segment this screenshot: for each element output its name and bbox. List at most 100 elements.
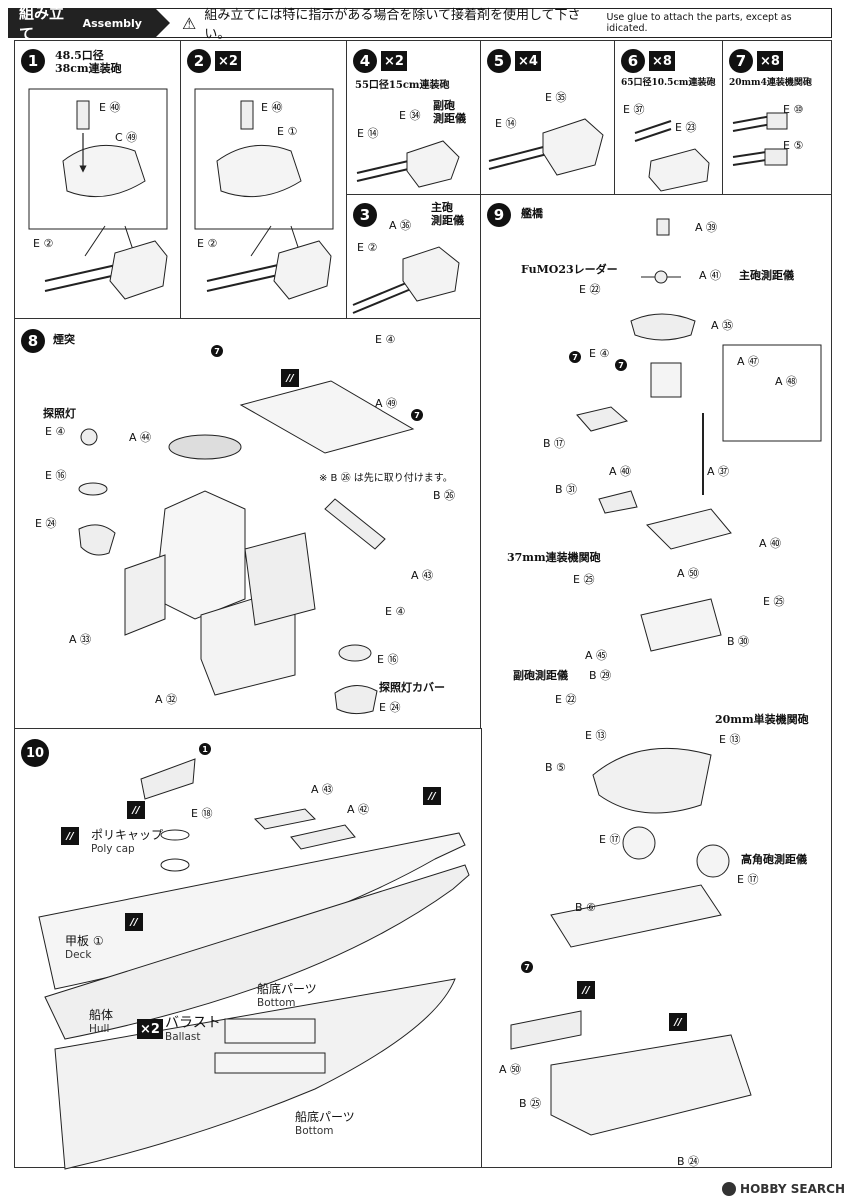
no-glue-icon: // — [127, 801, 145, 819]
part-label: E ㊵ — [261, 101, 283, 114]
part-label: E ㉞ — [399, 109, 421, 122]
part-label: B ㉕ — [519, 1097, 542, 1110]
funnel-illustration — [78, 380, 415, 715]
bottom-label-upper: 船底パーツ Bottom — [257, 982, 317, 1010]
step-note: 65口径10.5cm連装砲 — [621, 78, 716, 88]
part-label: B ㉖ — [433, 489, 456, 502]
part-label: E ⑭ — [495, 117, 517, 130]
quantity-badge: ×4 — [515, 51, 541, 71]
glue-icon: // — [669, 1013, 687, 1031]
step-ref-badge: 1 — [199, 743, 211, 755]
part-label: E ㉕ — [763, 595, 785, 608]
main-turret-illustration — [352, 246, 460, 314]
part-label: E ④ — [375, 333, 396, 346]
glue-icon: // — [125, 913, 143, 931]
part-label: E ④ — [385, 605, 406, 618]
hull-label: 船体 Hull — [89, 1008, 114, 1036]
quantity-badge: ×2 — [381, 51, 407, 71]
ha-gun-illustration — [634, 120, 710, 192]
part-label: E ④ — [589, 347, 610, 360]
part-label: A ㊸ — [411, 569, 434, 582]
part-label: E ② — [33, 237, 54, 250]
part-label: A ㊿ — [677, 567, 700, 580]
hobby-search-watermark: HOBBY SEARCH — [722, 1182, 845, 1196]
step-8-panel: 8 煙突 探照灯 探照灯カバー ※ B ㉖ は先に取り付けます。 7 // 7 … — [14, 318, 482, 730]
step-number: 4 — [353, 49, 377, 73]
aa37-label: 37mm連装機関砲 — [507, 551, 601, 564]
step-ref-badge: 7 — [569, 351, 581, 363]
step-ref-badge: 7 — [211, 345, 223, 357]
quantity-badge: ×8 — [649, 51, 675, 71]
aa20-label: 20mm単装機関砲 — [715, 713, 809, 726]
part-label: E ⑬ — [585, 729, 607, 742]
part-label: E ⑯ — [377, 653, 399, 666]
step-note: 20mm4連装機関砲 — [729, 78, 812, 88]
part-label: A ㊺ — [585, 649, 608, 662]
step-ref-badge: 7 — [411, 409, 423, 421]
step-1-panel: 1 48.5口径 38cm連装砲 E ㊵ C ㊾ E ② — [14, 40, 182, 320]
part-label: A ㊿ — [499, 1063, 522, 1076]
secondary-rangefinder-note: 副砲 測距儀 — [433, 99, 466, 125]
part-label: E ⑰ — [599, 833, 621, 846]
step-number: 9 — [487, 203, 511, 227]
step-4-panel: 4 ×2 55口径15cm連装砲 副砲 測距儀 E ㉞ E ⑭ — [346, 40, 482, 196]
step-note: 艦橋 — [521, 207, 543, 220]
part-label: A ㊾ — [375, 397, 398, 410]
part-label: E ⑬ — [719, 733, 741, 746]
part-label: E ㊵ — [99, 101, 121, 114]
assembly-header: 組み立て Assembly ⚠ 組み立てには特に指示がある場合を除いて接着剤を使… — [8, 4, 832, 43]
part-label: C ㊾ — [115, 131, 138, 144]
glue-icon: // — [423, 787, 441, 805]
ha-rangefinder-label: 高角砲測距儀 — [741, 853, 807, 866]
part-label: E ① — [277, 125, 298, 138]
step-9-panel: 9 艦橋 FuMO23レーダー 主砲測距儀 37mm連装機関砲 副砲測距儀 20… — [480, 194, 832, 1168]
part-label: E ⑤ — [783, 139, 804, 152]
part-label: E ⑩ — [783, 103, 804, 116]
part-label: E ㉔ — [35, 517, 57, 530]
step-note: 48.5口径 38cm連装砲 — [55, 49, 122, 75]
polycap-label: ポリキャップ Poly cap — [91, 828, 164, 856]
part-label: A ㊵ — [609, 465, 632, 478]
quantity-badge: ×8 — [757, 51, 783, 71]
bottom-label-lower: 船底パーツ Bottom — [295, 1110, 355, 1138]
turret-illustration — [194, 88, 334, 300]
part-label: E ⑰ — [737, 873, 759, 886]
turret-illustration — [28, 88, 168, 300]
searchlight-cover-label: 探照灯カバー — [379, 681, 445, 694]
step-5-panel: 5 ×4 E ㉟ E ⑭ — [480, 40, 616, 196]
ballast-quantity-badge: ×2 — [137, 1019, 163, 1039]
part-label: B ⑤ — [545, 761, 566, 774]
part-label: A ㊴ — [695, 221, 718, 234]
part-label: A ㉝ — [69, 633, 92, 646]
glue-warning: ⚠ 組み立てには特に指示がある場合を除いて接着剤を使用して下さい。 Use gl… — [181, 8, 792, 42]
part-label: E ⑱ — [191, 807, 213, 820]
step-7-panel: 7 ×8 20mm4連装機関砲 E ⑩ E ⑤ — [722, 40, 832, 196]
no-glue-icon: // — [61, 827, 79, 845]
radar-label: FuMO23レーダー — [521, 263, 618, 276]
searchlight-label: 探照灯 — [43, 407, 76, 420]
step-ref-badge: 7 — [521, 961, 533, 973]
aa-gun-illustration — [732, 112, 788, 166]
part-label: E ㉒ — [579, 283, 601, 296]
glue-icon: // — [281, 369, 299, 387]
part-label: A ㊼ — [737, 355, 760, 368]
step-note: 煙突 — [53, 333, 75, 346]
part-label: E ② — [357, 241, 378, 254]
glue-icon: // — [577, 981, 595, 999]
part-label: A ㊶ — [699, 269, 722, 282]
part-label: B ㉚ — [727, 635, 750, 648]
step-number: 2 — [187, 49, 211, 73]
step-number: 6 — [621, 49, 645, 73]
part-label: E ㉔ — [379, 701, 401, 714]
deck-label: 甲板 ① Deck — [65, 934, 104, 962]
part-label: A ㊷ — [347, 803, 370, 816]
part-label: A ㊱ — [389, 219, 412, 232]
part-label: A ㉟ — [711, 319, 734, 332]
warning-icon: ⚠ — [181, 13, 197, 33]
part-label: E ④ — [45, 425, 66, 438]
part-label: B ㉔ — [677, 1155, 700, 1168]
part-label: B ㉙ — [589, 669, 612, 682]
part-label: A ㊹ — [129, 431, 152, 444]
part-label: E ㉕ — [573, 573, 595, 586]
part-label: E ⑯ — [45, 469, 67, 482]
